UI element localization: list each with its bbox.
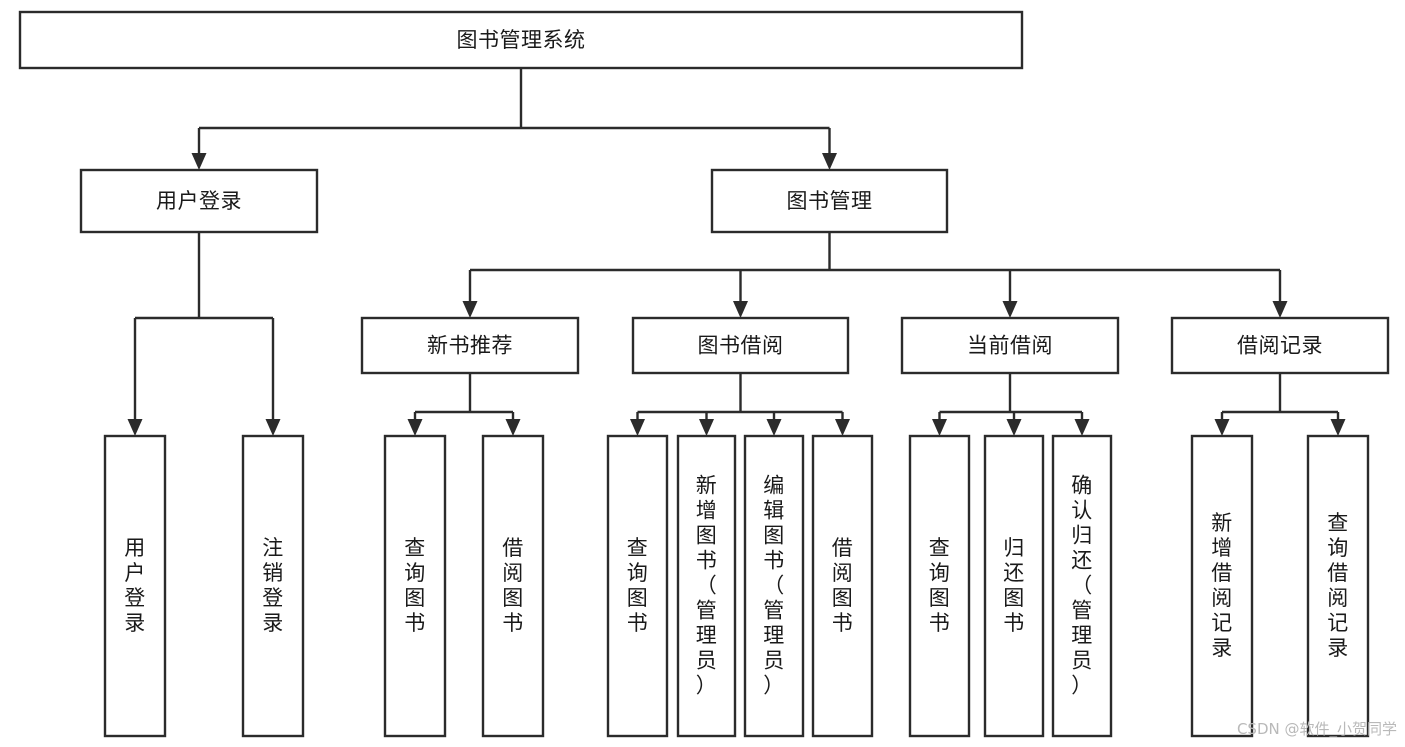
node-root[interactable]: 图书管理系统: [18, 10, 1024, 70]
node-leaf-edit-book-box: [743, 434, 805, 738]
node-leaf-borrow-book-1[interactable]: 借阅图书: [481, 434, 545, 738]
node-leaf-user-login[interactable]: 用户登录: [103, 434, 167, 738]
node-book-manage-box: [710, 168, 949, 234]
node-book-borrow-box: [631, 316, 850, 375]
arrow-down-icon: [462, 301, 478, 318]
arrow-down-icon: [191, 153, 207, 170]
node-leaf-borrow-book-2-box: [811, 434, 874, 738]
node-leaf-user-login-label: 用户登录: [124, 536, 146, 635]
node-leaf-borrow-book-2-label: 借阅图书: [832, 536, 854, 635]
node-leaf-add-record-label: 新增借阅记录: [1211, 511, 1233, 660]
node-leaf-query-book-2-label: 查询图书: [627, 536, 649, 635]
node-leaf-return-book-box: [983, 434, 1045, 738]
node-leaf-query-book-3-box: [908, 434, 971, 738]
node-leaf-edit-book[interactable]: 编辑图书（管理员）: [743, 434, 805, 738]
arrow-down-icon: [1074, 419, 1090, 436]
node-leaf-query-record-box: [1306, 434, 1370, 738]
arrow-down-icon: [505, 419, 521, 436]
node-leaf-borrow-book-2[interactable]: 借阅图书: [811, 434, 874, 738]
node-leaf-query-book-2-box: [606, 434, 669, 738]
arrow-down-icon: [1002, 301, 1018, 318]
node-leaf-borrow-book-1-box: [481, 434, 545, 738]
arrow-down-icon: [699, 419, 714, 436]
node-root-box: [18, 10, 1024, 70]
node-leaf-user-logout-box: [241, 434, 305, 738]
node-new-book-recommend-box: [360, 316, 580, 375]
arrow-down-icon: [407, 419, 423, 436]
node-leaf-return-book-label: 归还图书: [1003, 536, 1025, 635]
node-leaf-add-book-label: 新增图书（管理员）: [696, 474, 718, 698]
node-borrow-record[interactable]: 借阅记录: [1170, 316, 1390, 375]
node-leaf-borrow-book-1-label: 借阅图书: [502, 536, 524, 635]
arrow-down-icon: [766, 419, 782, 436]
node-leaf-add-record-box: [1190, 434, 1254, 738]
arrow-down-icon: [835, 419, 850, 436]
node-book-manage[interactable]: 图书管理: [710, 168, 949, 234]
arrow-down-icon: [932, 419, 947, 436]
node-root-label: 图书管理系统: [457, 28, 586, 52]
node-leaf-query-book-3[interactable]: 查询图书: [908, 434, 971, 738]
node-current-borrow[interactable]: 当前借阅: [900, 316, 1120, 375]
node-leaf-query-book-1[interactable]: 查询图书: [383, 434, 447, 738]
node-leaf-query-book-1-box: [383, 434, 447, 738]
node-leaf-query-book-3-label: 查询图书: [929, 536, 951, 635]
arrow-down-icon: [1330, 419, 1346, 436]
node-leaf-add-record[interactable]: 新增借阅记录: [1190, 434, 1254, 738]
node-current-borrow-box: [900, 316, 1120, 375]
node-leaf-confirm-return-label: 确认归还（管理员）: [1071, 474, 1093, 698]
node-leaf-query-record[interactable]: 查询借阅记录: [1306, 434, 1370, 738]
node-borrow-record-box: [1170, 316, 1390, 375]
node-book-borrow[interactable]: 图书借阅: [631, 316, 850, 375]
node-leaf-query-book-1-label: 查询图书: [404, 536, 426, 635]
arrow-down-icon: [822, 153, 837, 170]
node-leaf-add-book-box: [676, 434, 737, 738]
node-leaf-edit-book-label: 编辑图书（管理员）: [763, 474, 785, 698]
arrow-down-icon: [1006, 419, 1022, 436]
node-leaf-return-book[interactable]: 归还图书: [983, 434, 1045, 738]
arrow-down-icon: [127, 419, 143, 436]
node-user-login[interactable]: 用户登录: [79, 168, 319, 234]
node-user-login-box: [79, 168, 319, 234]
node-leaf-confirm-return[interactable]: 确认归还（管理员）: [1051, 434, 1113, 738]
node-leaf-add-book[interactable]: 新增图书（管理员）: [676, 434, 737, 738]
node-leaf-query-record-label: 查询借阅记录: [1327, 511, 1349, 660]
node-new-book-recommend-label: 新书推荐: [427, 334, 513, 358]
node-leaf-user-logout-label: 注销登录: [262, 536, 284, 635]
arrow-down-icon: [1272, 301, 1288, 318]
node-leaf-user-login-box: [103, 434, 167, 738]
node-current-borrow-label: 当前借阅: [967, 334, 1053, 358]
node-leaf-confirm-return-box: [1051, 434, 1113, 738]
node-new-book-recommend[interactable]: 新书推荐: [360, 316, 580, 375]
arrow-down-icon: [1214, 419, 1230, 436]
node-book-borrow-label: 图书借阅: [698, 334, 784, 358]
arrow-down-icon: [265, 419, 281, 436]
node-leaf-query-book-2[interactable]: 查询图书: [606, 434, 669, 738]
node-user-login-label: 用户登录: [156, 189, 242, 213]
arrow-down-icon: [630, 419, 645, 436]
node-book-manage-label: 图书管理: [787, 189, 873, 213]
arrow-down-icon: [733, 301, 748, 318]
node-leaf-user-logout[interactable]: 注销登录: [241, 434, 305, 738]
node-borrow-record-label: 借阅记录: [1237, 334, 1323, 358]
